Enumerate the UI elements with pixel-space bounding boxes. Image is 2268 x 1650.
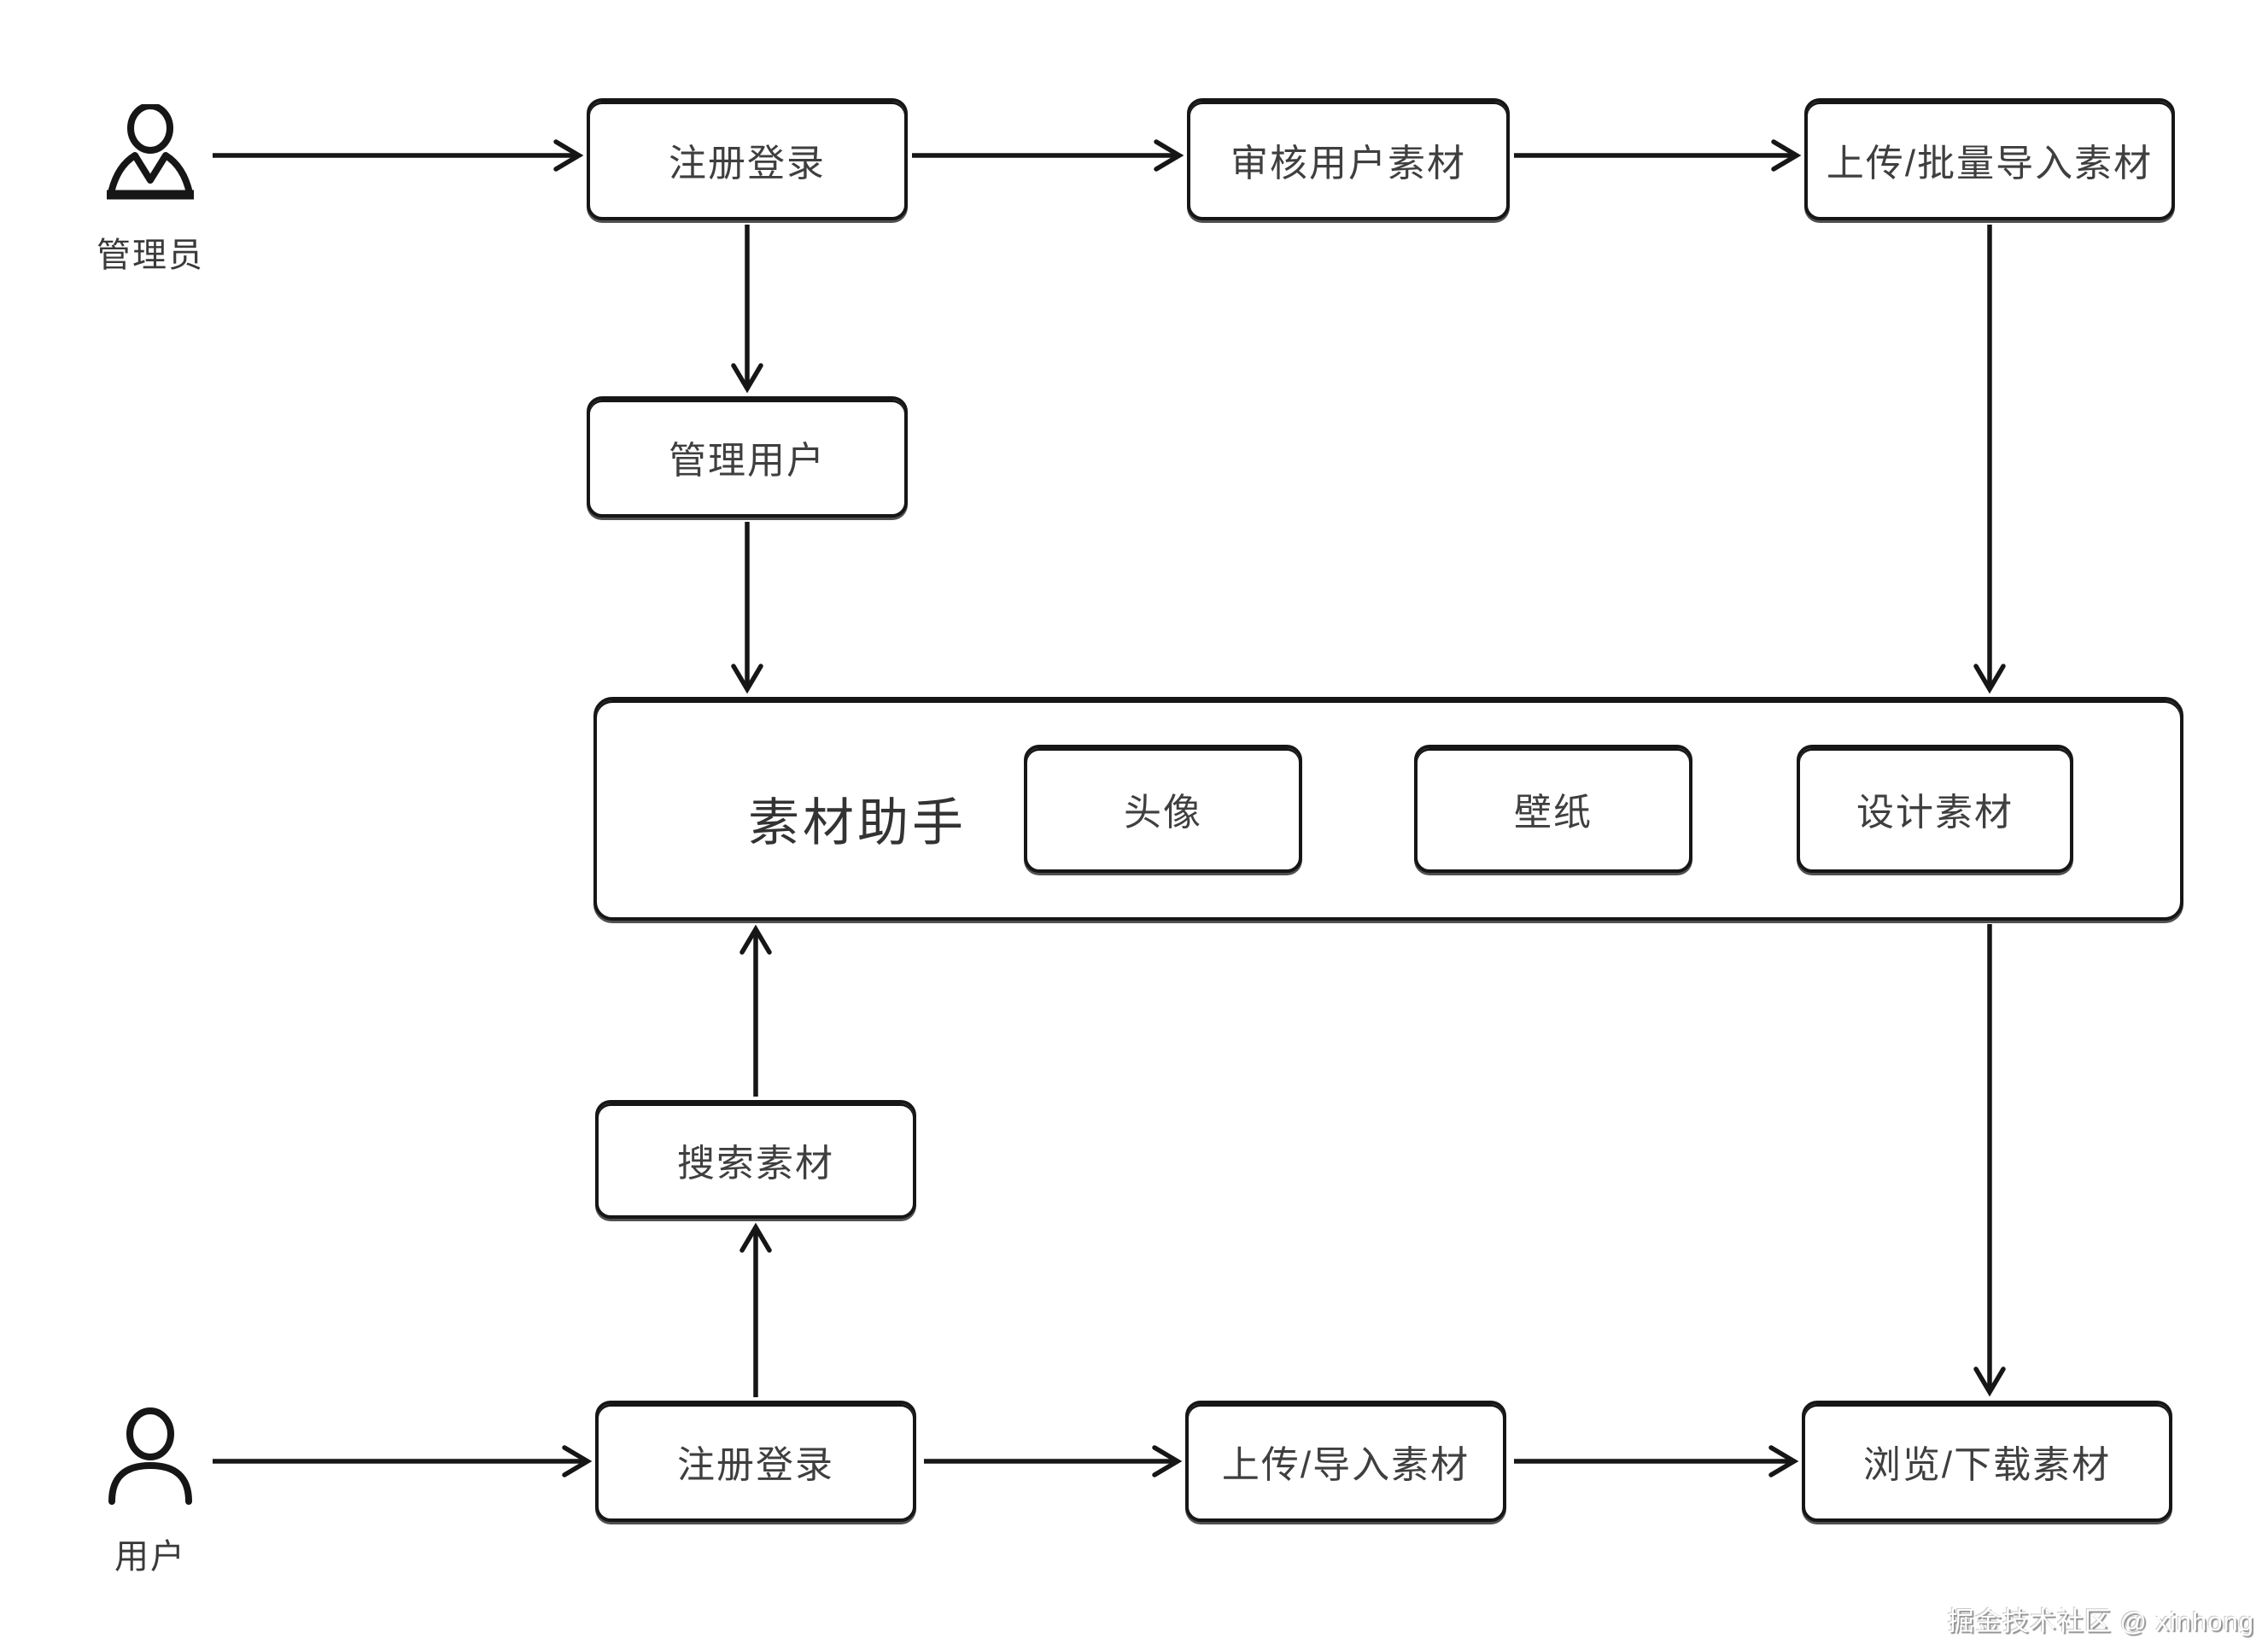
node-label: 浏览/下载素材 [1862, 1444, 2112, 1486]
actor-label-user: 用户 [114, 1538, 186, 1576]
node-browse-download-materials: 浏览/下载素材 [1802, 1401, 2172, 1522]
node-label: 注册登录 [677, 1444, 834, 1486]
node-upload-import-materials: 上传/导入素材 [1185, 1401, 1506, 1522]
node-label: 壁纸 [1514, 792, 1593, 834]
node-label: 设计素材 [1856, 792, 2014, 834]
watermark: 掘金技术社区 @ xinhong [1947, 1606, 2254, 1636]
node-user-register-login: 注册登录 [595, 1401, 916, 1522]
node-label: 上传/批量导入素材 [1826, 142, 2154, 184]
node-design-assets-category: 设计素材 [1797, 745, 2073, 873]
node-label: 头像 [1124, 792, 1202, 834]
node-label: 审核用户素材 [1230, 142, 1466, 184]
node-manage-users: 管理用户 [587, 396, 908, 518]
node-wallpaper-category: 壁纸 [1414, 745, 1692, 873]
actor-label-admin: 管理员 [96, 237, 204, 274]
node-review-user-materials: 审核用户素材 [1187, 98, 1510, 220]
platform-title: 素材助手 [748, 794, 967, 851]
node-search-materials: 搜索素材 [595, 1100, 916, 1219]
user-person-icon [108, 1407, 192, 1505]
node-label: 搜索素材 [677, 1142, 834, 1185]
node-label: 上传/导入素材 [1221, 1444, 1470, 1486]
node-label: 管理用户 [669, 440, 826, 482]
admin-person-icon [107, 104, 194, 200]
node-admin-register-login: 注册登录 [587, 98, 908, 220]
node-avatar-category: 头像 [1024, 745, 1302, 873]
node-upload-batch-import: 上传/批量导入素材 [1804, 98, 2175, 220]
node-label: 注册登录 [669, 142, 826, 184]
